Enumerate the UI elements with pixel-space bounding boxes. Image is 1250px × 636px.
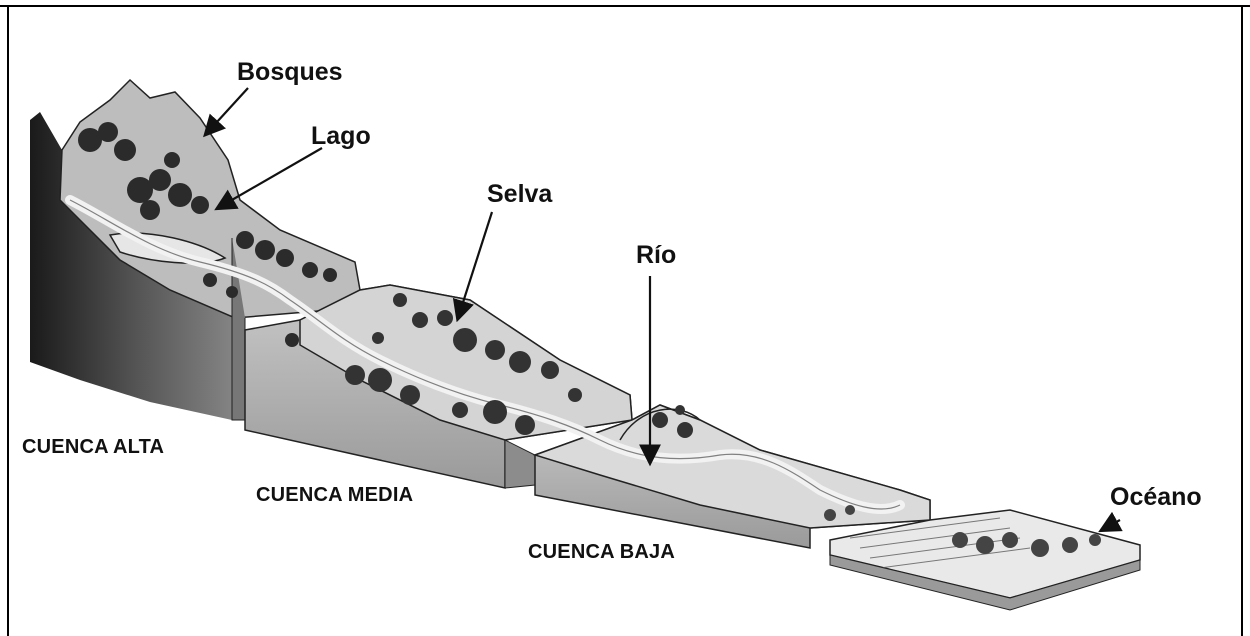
label-rio: Río xyxy=(636,241,677,269)
hill-trees xyxy=(652,405,693,438)
label-arrows xyxy=(203,87,1123,533)
forest-trees xyxy=(78,122,337,347)
ocean-block xyxy=(829,509,1141,611)
bosques-arrow xyxy=(203,87,249,138)
label-selva: Selva xyxy=(487,180,553,208)
label-cuenca-alta: CUENCA ALTA xyxy=(22,436,165,458)
coast-vegetation xyxy=(824,505,1101,557)
label-cuenca-media: CUENCA MEDIA xyxy=(256,484,414,506)
oceano-arrow xyxy=(1098,511,1123,533)
label-cuenca-baja: CUENCA BAJA xyxy=(528,541,676,563)
label-oceano: Océano xyxy=(1110,483,1202,511)
image-border xyxy=(0,5,1250,636)
selva-arrow xyxy=(452,211,494,323)
jungle-trees xyxy=(345,293,582,435)
label-bosques: Bosques xyxy=(237,58,343,86)
lago-arrow xyxy=(214,147,323,211)
label-lago: Lago xyxy=(311,122,371,150)
